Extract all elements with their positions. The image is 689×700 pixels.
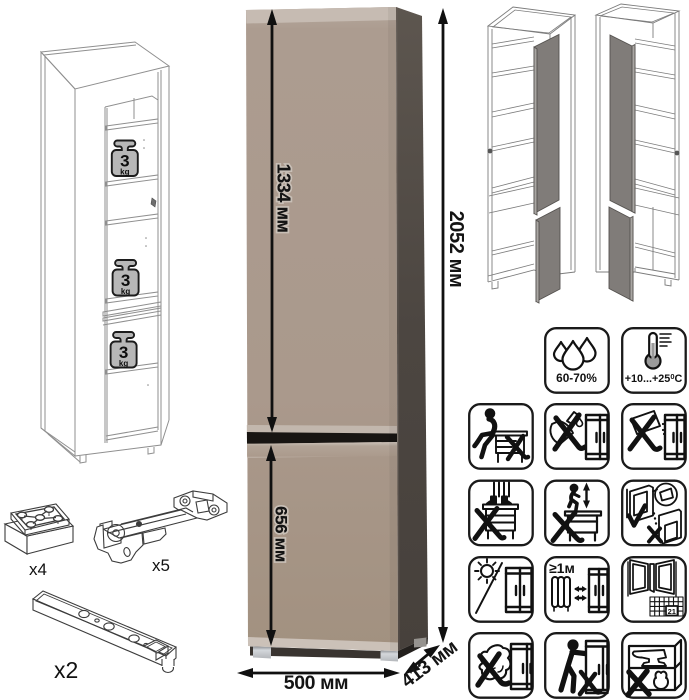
svg-text:60-70%: 60-70% <box>556 371 597 385</box>
svg-text:21: 21 <box>668 607 676 616</box>
svg-text:1334 мм: 1334 мм <box>274 164 294 233</box>
svg-text:656 мм: 656 мм <box>272 506 291 562</box>
svg-text:2052 мм: 2052 мм <box>445 211 467 288</box>
svg-text:≥1м: ≥1м <box>549 560 575 576</box>
svg-text:656 мм: 656 мм <box>272 506 291 562</box>
svg-text:x5: x5 <box>152 556 170 575</box>
svg-text:x2: x2 <box>54 657 78 683</box>
svg-text:1334 мм: 1334 мм <box>274 164 294 233</box>
svg-text:x4: x4 <box>29 560 47 579</box>
svg-text:500 мм: 500 мм <box>284 672 348 694</box>
svg-text:+10...+250C: +10...+250C <box>625 372 683 385</box>
